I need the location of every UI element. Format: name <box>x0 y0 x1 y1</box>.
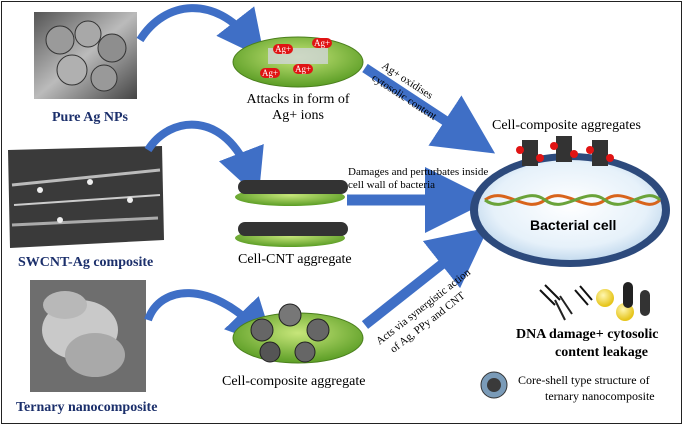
legend-label-1: Core-shell type structure of <box>518 373 650 387</box>
intermediate-label-2: Cell-CNT aggregate <box>238 252 352 267</box>
bacterial-cell <box>470 136 670 267</box>
arrow-top <box>362 63 496 154</box>
source-label-ternary: Ternary nanocomposite <box>16 400 158 415</box>
cnt-aggregate <box>235 180 348 247</box>
ion-label-3: Ag+ <box>293 64 314 74</box>
ion-label-4: Ag+ <box>260 68 281 78</box>
ion-label-2: Ag+ <box>312 38 333 48</box>
ion-label-1: Ag+ <box>273 44 294 54</box>
bacterial-cell-label: Bacterial cell <box>530 217 617 233</box>
green-cell-1 <box>232 36 364 88</box>
leaked-content <box>596 282 650 321</box>
arrow-bottom <box>361 227 489 329</box>
curved-arrow-1 <box>136 4 265 59</box>
curved-arrow-2 <box>144 120 264 198</box>
source-label-ag-nps: Pure Ag NPs <box>52 110 128 125</box>
outcome-label-1: DNA damage+ cytosolic <box>516 327 659 342</box>
intermediate-label-1b: Ag+ ions <box>272 108 324 123</box>
outcome-label-2: content leakage <box>555 345 648 360</box>
arrow-label-middle-2: cell wall of bacteria <box>348 179 436 191</box>
intermediate-label-1a: Attacks in form of <box>246 92 350 107</box>
dna-fragments <box>539 284 593 321</box>
composite-aggregate <box>232 303 364 364</box>
core-shell-sphere <box>480 371 508 399</box>
intermediate-label-3: Cell-composite aggregate <box>222 374 366 389</box>
sem-image-swcnt-ag <box>8 146 164 248</box>
aggregates-label: Cell-composite aggregates <box>492 118 641 133</box>
arrow-label-middle-1: Damages and perturbates inside <box>348 166 489 178</box>
legend-label-2: ternary nanocomposite <box>545 389 655 403</box>
sem-image-ag-nps <box>34 12 137 99</box>
source-label-swcnt-ag: SWCNT-Ag composite <box>18 255 154 270</box>
sem-image-ternary <box>30 280 146 392</box>
curved-arrow-3 <box>144 289 275 348</box>
